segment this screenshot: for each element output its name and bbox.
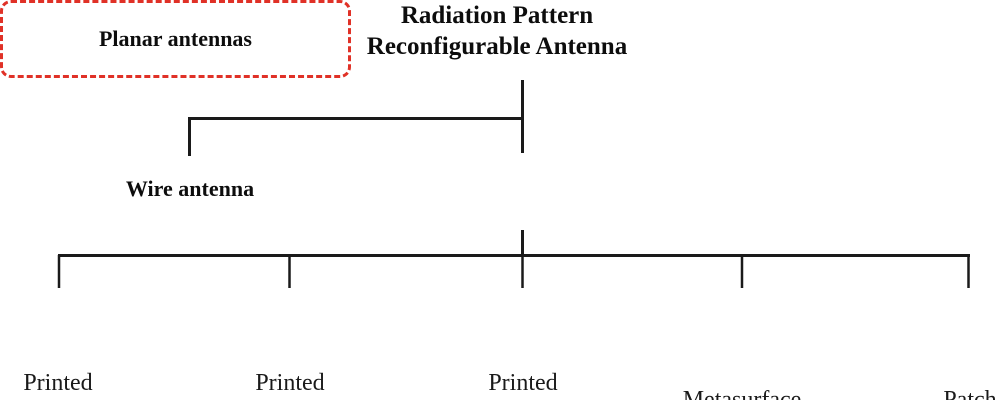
node-planar-antennas-label: Planar antennas <box>98 26 252 51</box>
node-wire-antenna: Wire antenna <box>60 176 320 202</box>
node-planar-antennas: Planar antennas <box>0 0 351 78</box>
leaf-metasurface-line1: Metasurface <box>682 387 802 400</box>
leaf-printed-slot: Printed slot <box>423 334 623 400</box>
root-node: Radiation Pattern Reconfigurable Antenna <box>297 0 697 62</box>
root-node-label-line2: Reconfigurable Antenna <box>366 33 628 60</box>
node-wire-antenna-label: Wire antenna <box>125 176 255 201</box>
leaf-patch: Patch <box>870 351 995 400</box>
leaf-printed-dipole-line1: Printed <box>255 370 325 396</box>
leaf-patch-line1: Patch <box>943 387 995 400</box>
leaf-printed-monopole-line1: Printed <box>23 370 93 396</box>
root-node-label-line1: Radiation Pattern <box>400 2 594 29</box>
leaf-printed-monopole: Printed monopole <box>0 334 158 400</box>
leaf-printed-slot-line1: Printed <box>488 370 558 396</box>
leaf-printed-dipole: Printed dipole <box>190 334 390 400</box>
leaf-metasurface: Metasurface <box>642 351 842 400</box>
